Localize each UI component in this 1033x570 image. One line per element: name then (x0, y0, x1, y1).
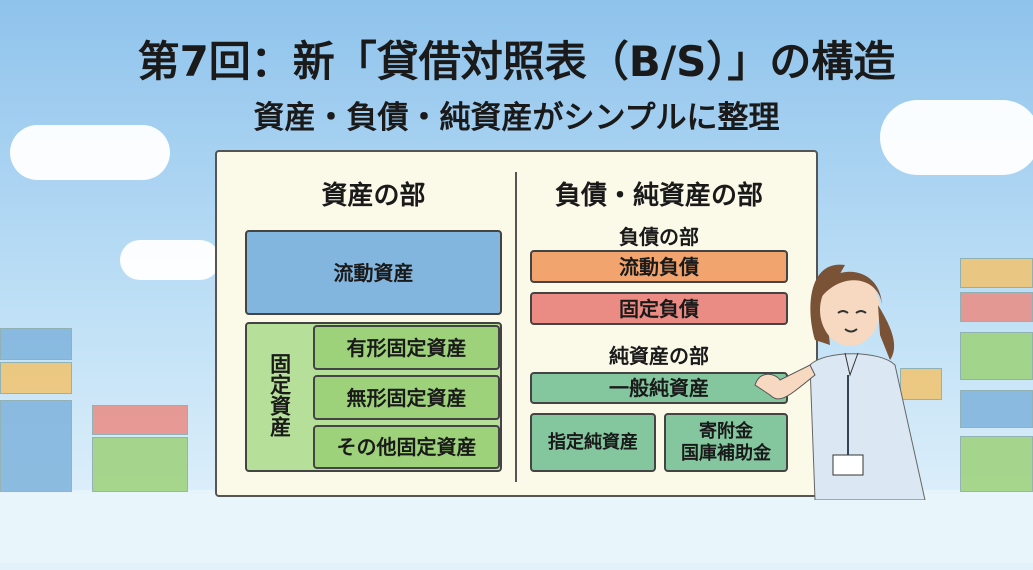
column-divider (515, 172, 517, 482)
cloud (880, 100, 1033, 175)
cloud (0, 490, 1033, 570)
decor-block (960, 332, 1033, 380)
decor-block (92, 437, 188, 492)
current-assets-box: 流動資産 (245, 230, 502, 315)
current-liabilities-box: 流動負債 (530, 250, 788, 283)
net-assets-heading: 純資産の部 (609, 344, 709, 368)
decor-block (960, 258, 1033, 288)
intangible-fixed-assets-box: 無形固定資産 (313, 375, 500, 420)
decor-block (92, 405, 188, 435)
tangible-fixed-assets-box: 有形固定資産 (313, 325, 500, 370)
decor-block (960, 390, 1033, 428)
cloud (10, 125, 170, 180)
decor-block (960, 436, 1033, 492)
decor-block (0, 328, 72, 360)
page-title: 第7回：新「貸借対照表（B/S）」の構造 (137, 37, 896, 86)
decor-block (0, 400, 72, 492)
other-fixed-assets-box: その他固定資産 (313, 425, 500, 469)
fixed-assets-label: 固定資産 (262, 340, 296, 450)
decor-block (0, 362, 72, 394)
fixed-assets-label-text: 固定資産 (267, 353, 292, 437)
liabilities-net-assets-heading: 負債・純資産の部 (554, 181, 763, 211)
decor-block (900, 368, 942, 400)
page-subtitle: 資産・負債・純資産がシンプルに整理 (253, 100, 780, 136)
assets-heading: 資産の部 (321, 181, 426, 211)
general-net-assets-box: 一般純資産 (530, 372, 788, 404)
decor-block (960, 292, 1033, 322)
donation-subsidy-box: 寄附金 国庫補助金 (664, 413, 788, 472)
liabilities-heading: 負債の部 (619, 225, 699, 249)
designated-net-assets-box: 指定純資産 (530, 413, 656, 472)
presenter-illustration (754, 264, 926, 500)
cloud (120, 240, 220, 280)
fixed-liabilities-box: 固定負債 (530, 292, 788, 325)
